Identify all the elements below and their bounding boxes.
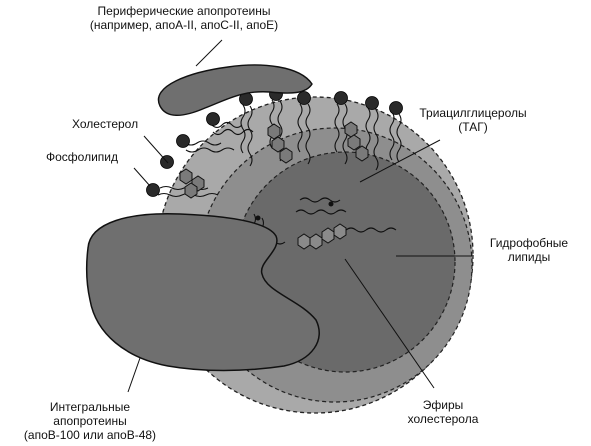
cholesterol-ester-molecule xyxy=(297,223,347,250)
tag-label-line2: (ТАГ) xyxy=(458,120,488,134)
peripheral-label-line1: Периферические апопротеины xyxy=(97,4,271,18)
hydrophobic-lipids-label: Гидрофобные липиды xyxy=(474,236,584,264)
tag-glycerol-node xyxy=(255,215,261,221)
peripheral-apoproteins-label: Периферические апопротеины (например, ап… xyxy=(54,4,314,32)
leader-lines xyxy=(127,39,472,393)
cholesterol-ester-tail xyxy=(345,227,397,233)
integral-label-line3: (апоВ-100 или апоВ-48) xyxy=(23,428,157,442)
peripheral-apoprotein xyxy=(157,64,313,116)
hydrophobic-label-line2: липиды xyxy=(507,250,551,264)
integral-apoprotein xyxy=(85,213,320,372)
peripheral-label-line2: (например, апоА-II, апоС-II, апоЕ) xyxy=(89,18,279,32)
phospholipid-label: Фосфолипид xyxy=(46,150,118,164)
integral-label-line1: Интегральные xyxy=(49,400,131,414)
phospholipid-tails xyxy=(157,99,402,198)
tag-label-line1: Триацилглицеролы xyxy=(419,106,527,120)
esters-label-line1: Эфиры xyxy=(422,398,464,412)
integral-apoproteins-label: Интегральные апопротеины (апоВ-100 или а… xyxy=(0,400,180,442)
tag-glycerol-node-2 xyxy=(328,201,334,207)
cholesterol-molecules xyxy=(179,121,369,199)
tag-label: Триацилглицеролы (ТАГ) xyxy=(408,106,538,134)
cholesterol-esters-label: Эфиры холестерола xyxy=(388,398,498,426)
phospholipid-heads xyxy=(146,87,403,197)
esters-label-line2: холестерола xyxy=(407,412,479,426)
integral-label-line2: апопротеины xyxy=(53,414,127,428)
cholesterol-label: Холестерол xyxy=(72,117,139,131)
hydrophobic-label-line1: Гидрофобные xyxy=(489,236,569,250)
